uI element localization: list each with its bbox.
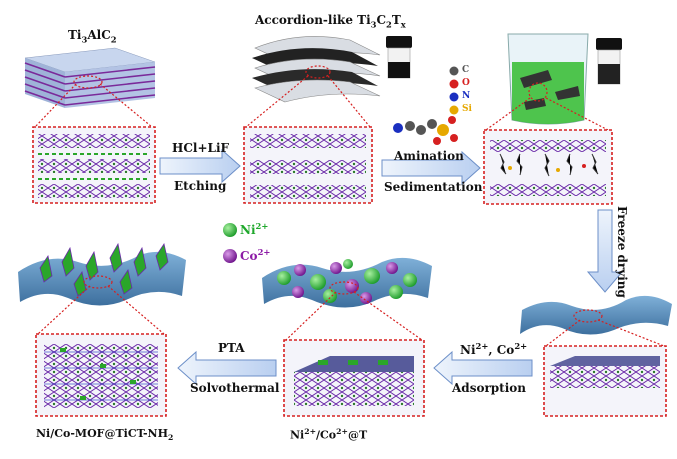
accordion-sheets [252,36,381,103]
label-accordion-mxene: Accordion-like Ti3C2Tx [255,13,406,30]
arrow-freeze-drying [586,209,624,293]
label-ti3alc2: Ti3AlC2 [68,28,117,45]
zoom-lines-6 [545,319,665,347]
atom-dot-c [449,66,459,76]
zoom-lines-1 [34,83,153,128]
ti3alc2-stack [24,47,156,108]
ion-ball-ni [223,223,237,237]
beaker [507,33,589,125]
ni-ion-ball [389,285,403,299]
co-ion-ball [386,262,398,274]
ion-ball-co [223,249,237,263]
zoom-lines-4 [37,285,165,335]
legend-atom-n: N [462,91,471,101]
atom-dot-n [449,92,459,102]
ni-ion-ball [364,268,380,284]
step-sedimentation: Sedimentation [384,180,483,194]
legend-atom-c: C [462,65,470,75]
panel-ti3alc2-structure [32,126,156,204]
zoom-lines-2 [245,75,371,128]
co-ion-ball [345,279,359,293]
ni-ion-ball [343,259,353,269]
legend-co-ion: Co2+ [240,247,271,263]
zoom-lines-3 [485,97,609,131]
silane-molecule [393,116,458,145]
ion-legend [223,223,237,263]
panel-aerogel-structure [543,345,667,417]
step-pta: PTA [218,341,245,355]
ni-ion-ball [310,274,326,290]
zoom-lines-5 [285,291,423,341]
vial-dark-1 [386,36,412,79]
legend-atom-si: Si [462,104,472,114]
legend-atom-o: O [462,78,470,88]
aerogel-sheet [520,295,672,335]
ni-ion-ball [277,271,291,285]
step-freeze-drying: Freeze drying [615,206,629,298]
ni-ion-ball [403,273,417,287]
label-final-product: Ni/Co-MOF@TiCT-NH2 [36,427,174,443]
step-amination: Amination [394,149,464,163]
panel-ion-structure [283,339,425,417]
co-ion-ball [360,292,372,304]
vial-dark-2 [596,38,622,85]
mof-sheet [18,242,186,306]
arrow-etching [159,148,241,184]
panel-mxene-structure [243,126,373,204]
co-ion-ball [294,264,306,276]
step-solvothermal: Solvothermal [190,381,280,395]
arrow-amination [381,150,481,186]
step-etching-reagent: HCl+LiF [172,141,230,155]
step-adsorption: Adsorption [452,381,527,395]
ion-loaded-sheet [262,257,432,308]
label-ion-loaded: Ni2+/Co2+@T [290,427,368,442]
arrow-adsorption [433,350,533,386]
panel-mof-structure [35,333,167,417]
panel-aminated-mxene [483,129,613,205]
atom-legend [449,66,459,115]
atom-dot-si [449,105,459,115]
step-adsorption-ions: Ni2+, Co2+ [460,341,528,357]
co-ion-ball [292,286,304,298]
step-etching: Etching [174,179,227,193]
arrow-solvothermal [177,350,277,386]
co-ion-ball [330,262,342,274]
legend-ni-ion: Ni2+ [240,221,269,237]
atom-dot-o [449,79,459,89]
ni-ion-ball [323,289,337,303]
